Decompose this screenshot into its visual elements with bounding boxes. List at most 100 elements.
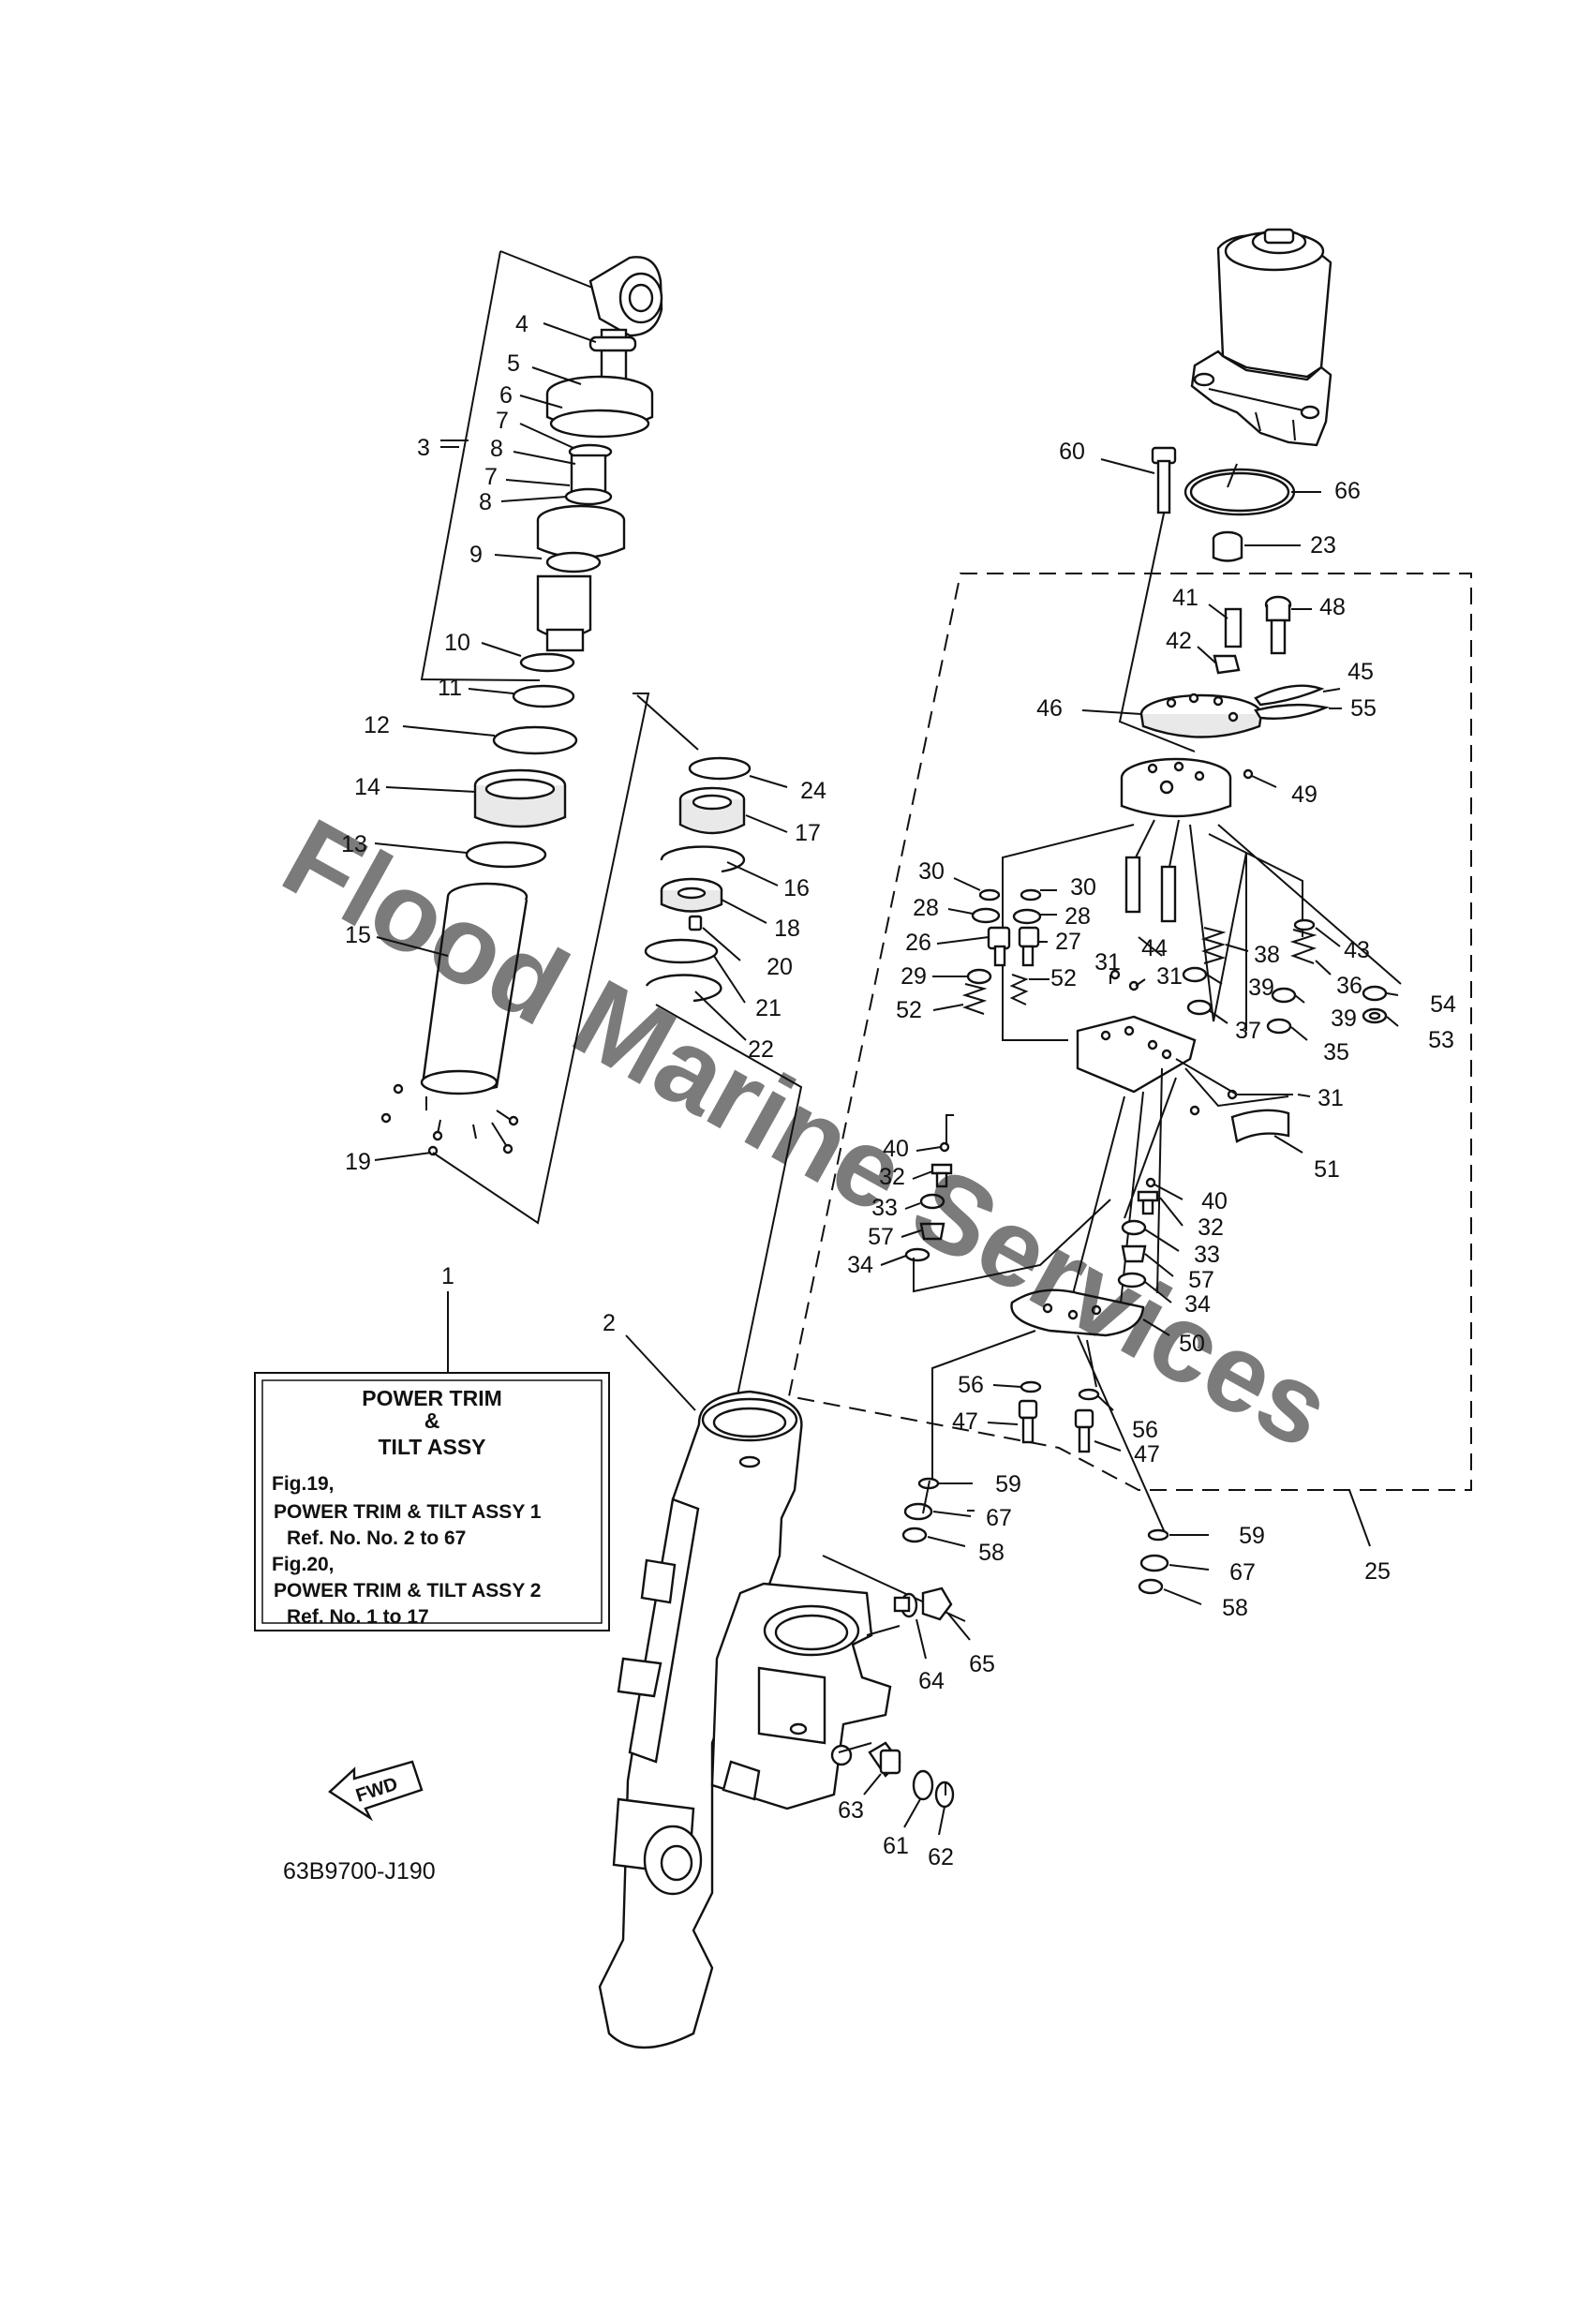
callout-29: 29 xyxy=(901,963,927,990)
callout-55: 55 xyxy=(1350,695,1377,722)
callout-17: 17 xyxy=(795,820,821,846)
callout-6: 6 xyxy=(499,382,513,409)
callout-57b: 57 xyxy=(1188,1267,1214,1293)
callout-34a: 34 xyxy=(847,1252,873,1278)
callout-27: 27 xyxy=(1055,929,1081,955)
callout-50: 50 xyxy=(1179,1331,1205,1357)
callout-11: 11 xyxy=(438,675,462,701)
callout-46: 46 xyxy=(1036,695,1063,722)
info-line-4: Fig.20, xyxy=(272,1554,335,1575)
callout-62: 62 xyxy=(928,1844,954,1870)
callout-42: 42 xyxy=(1166,628,1192,654)
callout-8a: 8 xyxy=(490,436,503,462)
callout-7a: 7 xyxy=(496,408,509,434)
pump-assy-group xyxy=(787,573,1472,1538)
motor-group xyxy=(1118,228,1332,752)
callout-54: 54 xyxy=(1430,991,1456,1018)
callout-51: 51 xyxy=(1314,1156,1340,1183)
callout-21: 21 xyxy=(755,995,782,1021)
info-title-1: POWER TRIM xyxy=(362,1386,502,1410)
callout-47b: 47 xyxy=(1134,1441,1160,1467)
info-line-3: Ref. No. No. 2 to 67 xyxy=(287,1527,466,1549)
callout-20: 20 xyxy=(767,954,793,980)
callout-59a: 59 xyxy=(995,1471,1021,1497)
callout-41: 41 xyxy=(1172,585,1198,611)
housing-group xyxy=(598,1390,901,2049)
callout-39a: 39 xyxy=(1248,975,1274,1001)
callout-1: 1 xyxy=(441,1263,454,1289)
callout-59b: 59 xyxy=(1239,1523,1265,1549)
callout-65: 65 xyxy=(969,1651,995,1677)
callout-32b: 32 xyxy=(1198,1214,1224,1241)
callout-2: 2 xyxy=(603,1310,616,1336)
callout-66: 66 xyxy=(1334,478,1361,504)
info-box: POWER TRIM & TILT ASSY Fig.19, POWER TRI… xyxy=(254,1291,610,1631)
callout-23: 23 xyxy=(1310,532,1336,559)
callout-58b: 58 xyxy=(1222,1595,1248,1621)
seal-stack-group xyxy=(636,694,966,1622)
callout-37: 37 xyxy=(1235,1018,1261,1044)
callout-26: 26 xyxy=(905,930,931,956)
callout-15: 15 xyxy=(345,922,371,948)
callout-40b: 40 xyxy=(1201,1188,1228,1214)
callout-56a: 56 xyxy=(958,1372,984,1398)
callout-22: 22 xyxy=(748,1036,774,1063)
callout-28a: 28 xyxy=(913,895,939,921)
callout-33b: 33 xyxy=(1194,1242,1220,1268)
callout-67a: 67 xyxy=(986,1505,1012,1531)
callout-9: 9 xyxy=(469,542,483,568)
callout-35: 35 xyxy=(1323,1039,1349,1065)
callout-45: 45 xyxy=(1347,659,1374,685)
callout-52a: 52 xyxy=(1050,965,1077,991)
info-line-6: Ref. No. 1 to 17 xyxy=(287,1606,429,1628)
callout-44: 44 xyxy=(1141,935,1168,961)
callout-28b: 28 xyxy=(1064,903,1091,930)
callout-24: 24 xyxy=(800,778,826,804)
callout-18: 18 xyxy=(774,916,800,942)
callout-7b: 7 xyxy=(484,464,498,490)
callout-10: 10 xyxy=(444,630,470,656)
info-line-1: Fig.19, xyxy=(272,1473,335,1495)
callout-39b: 39 xyxy=(1331,1006,1357,1032)
callout-31a: 31 xyxy=(1094,949,1121,976)
callout-16: 16 xyxy=(783,875,810,901)
callout-43: 43 xyxy=(1344,937,1370,963)
callout-13: 13 xyxy=(341,831,367,857)
callout-57a: 57 xyxy=(868,1224,894,1250)
callout-31c: 31 xyxy=(1317,1085,1344,1111)
info-title-3: TILT ASSY xyxy=(379,1435,486,1459)
callout-67b: 67 xyxy=(1229,1559,1256,1586)
callout-8b: 8 xyxy=(479,489,492,515)
callout-14: 14 xyxy=(354,774,380,800)
lower-parts-group xyxy=(868,1477,1169,1809)
callout-5: 5 xyxy=(507,350,520,377)
callout-36: 36 xyxy=(1336,973,1362,999)
callout-38: 38 xyxy=(1254,942,1280,968)
callout-63: 63 xyxy=(838,1797,864,1824)
callout-49: 49 xyxy=(1291,782,1317,808)
callout-19: 19 xyxy=(345,1149,371,1175)
fwd-arrow-icon: FWD xyxy=(328,1760,424,1822)
callout-48: 48 xyxy=(1319,594,1346,620)
callout-56b: 56 xyxy=(1132,1417,1158,1443)
callout-61: 61 xyxy=(883,1833,909,1859)
callout-3: 3 xyxy=(417,435,430,461)
callout-52b: 52 xyxy=(896,997,922,1023)
callout-31b: 31 xyxy=(1156,963,1183,990)
callout-12: 12 xyxy=(364,712,390,738)
info-line-2: POWER TRIM & TILT ASSY 1 xyxy=(274,1501,542,1523)
callout-30a: 30 xyxy=(918,858,945,885)
callout-40a: 40 xyxy=(883,1136,909,1162)
callout-34b: 34 xyxy=(1184,1291,1211,1318)
callout-25: 25 xyxy=(1364,1558,1391,1585)
callout-64: 64 xyxy=(918,1668,945,1694)
callout-32a: 32 xyxy=(879,1164,905,1190)
callout-60: 60 xyxy=(1059,439,1085,465)
callout-33a: 33 xyxy=(871,1195,898,1221)
info-line-5: POWER TRIM & TILT ASSY 2 xyxy=(274,1580,541,1601)
tilt-cylinder-group xyxy=(380,250,663,1225)
callout-4: 4 xyxy=(515,311,528,337)
info-title-2: & xyxy=(424,1408,440,1433)
callout-labels: 1 2 3 4 5 6 7 8 7 8 9 10 11 xyxy=(341,311,1456,1870)
